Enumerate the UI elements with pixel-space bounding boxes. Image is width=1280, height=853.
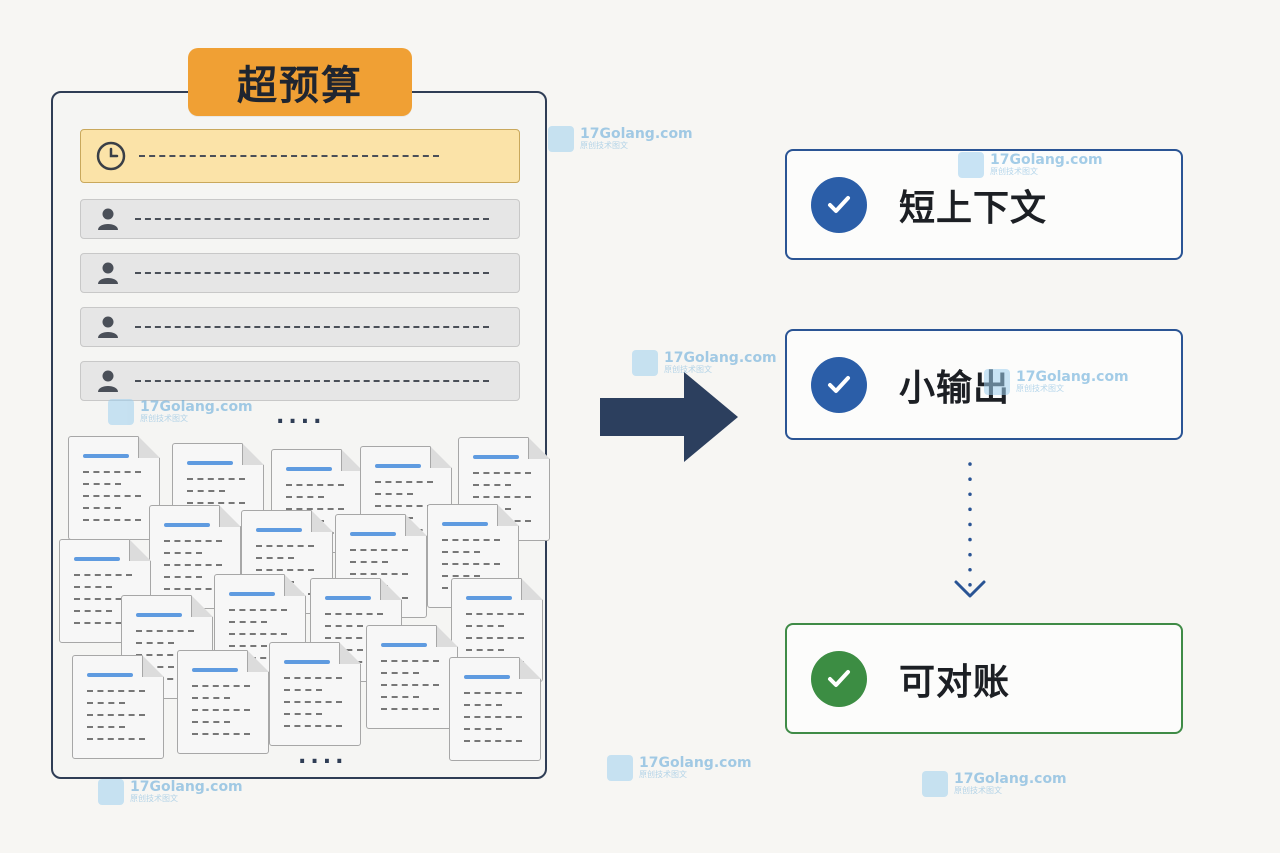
user-row [80, 361, 520, 401]
check-circle-icon [811, 650, 867, 707]
clock-icon [96, 141, 126, 171]
user-icon [98, 208, 118, 230]
watermark-logo-icon [98, 779, 124, 805]
watermark-logo-icon [607, 755, 633, 781]
document-icon [269, 642, 361, 746]
dotted-down-arrow-icon [954, 462, 986, 598]
watermark-logo-icon [632, 350, 658, 376]
system-row [80, 129, 520, 183]
user-icon [98, 316, 118, 338]
watermark-logo-icon [922, 771, 948, 797]
placeholder-line [135, 272, 489, 274]
user-row [80, 307, 520, 347]
result-reconcilable: 可对账 [785, 623, 1183, 734]
result-short-context: 短上下文 [785, 149, 1183, 260]
watermark-site: 17Golang.com [130, 779, 243, 795]
watermark-logo-icon [984, 369, 1010, 395]
watermark-site: 17Golang.com [664, 350, 777, 366]
watermark-site: 17Golang.com [140, 399, 253, 415]
placeholder-line [139, 155, 439, 157]
over-budget-badge: 超预算 [188, 48, 412, 116]
placeholder-line [135, 380, 489, 382]
watermark-site: 17Golang.com [639, 755, 752, 771]
document-icon [366, 625, 458, 729]
watermark-tagline: 原创技术图文 [639, 770, 687, 779]
document-icon [449, 657, 541, 761]
watermark-logo-icon [958, 152, 984, 178]
check-circle-icon [811, 356, 867, 413]
more-rows-ellipsis: .... [276, 404, 326, 429]
watermark-site: 17Golang.com [1016, 369, 1129, 385]
watermark-logo-icon [108, 399, 134, 425]
user-icon [98, 262, 118, 284]
watermark-tagline: 原创技术图文 [954, 786, 1002, 795]
watermark-tagline: 原创技术图文 [664, 365, 712, 374]
user-row [80, 253, 520, 293]
watermark-tagline: 原创技术图文 [140, 414, 188, 423]
watermark-site: 17Golang.com [954, 771, 1067, 787]
watermark-site: 17Golang.com [990, 152, 1103, 168]
watermark-logo-icon [548, 126, 574, 152]
check-circle-icon [811, 176, 867, 233]
watermark-site: 17Golang.com [580, 126, 693, 142]
right-arrow-icon [600, 372, 738, 462]
document-icon [72, 655, 164, 759]
user-icon [98, 370, 118, 392]
more-docs-ellipsis: .... [298, 744, 348, 769]
document-icon [68, 436, 160, 540]
placeholder-line [135, 218, 489, 220]
watermark-tagline: 原创技术图文 [1016, 384, 1064, 393]
watermark-tagline: 原创技术图文 [580, 141, 628, 150]
document-icon [177, 650, 269, 754]
result-label: 短上下文 [899, 187, 1048, 229]
user-row [80, 199, 520, 239]
placeholder-line [135, 326, 489, 328]
watermark-tagline: 原创技术图文 [130, 794, 178, 803]
result-label: 可对账 [899, 661, 1011, 703]
document-icon [149, 505, 241, 609]
watermark-tagline: 原创技术图文 [990, 167, 1038, 176]
